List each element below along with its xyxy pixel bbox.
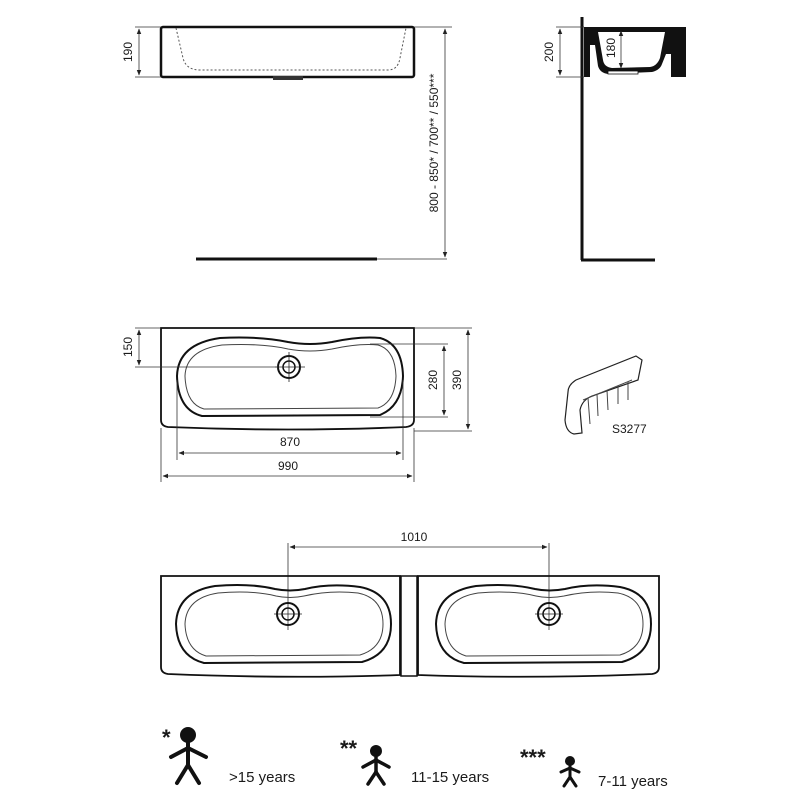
legend-stars: *** bbox=[520, 745, 546, 770]
center-distance-dimension: 1010 bbox=[401, 530, 428, 544]
legend-stars: * bbox=[162, 725, 171, 750]
hidden-bowl-line bbox=[175, 27, 407, 71]
legend-item-child: *** 7-11 years bbox=[520, 745, 668, 790]
front-view: 190 800 - 850* / 700** / 550*** bbox=[121, 25, 452, 261]
legend-item-adult: * >15 years bbox=[162, 725, 295, 786]
top-view: 150 280 390 870 990 bbox=[121, 327, 472, 482]
front-height-dimension: 190 bbox=[121, 42, 135, 62]
right-basin-outline bbox=[417, 575, 660, 678]
total-width-dimension: 990 bbox=[278, 459, 298, 473]
bowl-width-dimension: 870 bbox=[280, 435, 300, 449]
child-figure-icon bbox=[559, 756, 581, 788]
double-basin-view: 1010 bbox=[160, 530, 660, 678]
legend-label: 11-15 years bbox=[411, 769, 489, 786]
side-height-dimension: 200 bbox=[542, 42, 556, 62]
legend-label: 7-11 years bbox=[598, 773, 668, 790]
legend-label: >15 years bbox=[229, 769, 295, 786]
total-depth-dimension: 390 bbox=[450, 370, 464, 390]
left-basin-outline bbox=[160, 575, 401, 678]
bowl-outer bbox=[175, 336, 405, 418]
age-legend: * >15 years ** 11-15 years bbox=[162, 725, 668, 790]
adult-figure-icon bbox=[169, 727, 208, 785]
accessory-code: S3277 bbox=[612, 422, 647, 436]
accessory-bracket: S3277 bbox=[564, 355, 647, 436]
bowl-depth-top-dimension: 280 bbox=[426, 370, 440, 390]
left-bowl-outer bbox=[174, 584, 393, 665]
basin-top-outline bbox=[160, 327, 415, 431]
drain-front bbox=[273, 76, 303, 80]
bowl-inner bbox=[184, 344, 397, 410]
legend-stars: ** bbox=[340, 736, 358, 761]
right-bowl-outer bbox=[434, 584, 653, 665]
connector-strip bbox=[400, 575, 418, 677]
bowl-depth-dimension: 180 bbox=[604, 38, 618, 58]
tap-offset-dimension: 150 bbox=[121, 337, 135, 357]
bracket-outline bbox=[564, 355, 643, 435]
legend-item-teen: ** 11-15 years bbox=[340, 736, 489, 786]
teen-figure-icon bbox=[361, 745, 391, 786]
mounting-height-dimension: 800 - 850* / 700** / 550*** bbox=[427, 73, 441, 212]
side-view: 200 180 bbox=[542, 17, 686, 262]
